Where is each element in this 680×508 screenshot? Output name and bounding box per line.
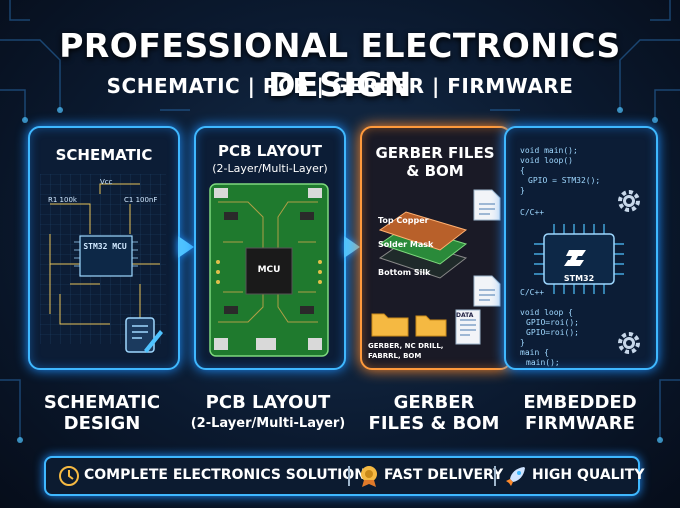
panel-pcb-title: PCB LAYOUT [218,142,322,160]
caption-gerber-line1: GERBER [393,392,475,413]
caption-firmware: EMBEDDED FIRMWARE [500,392,660,434]
schematic-drawing [40,174,166,344]
gear-icon [618,190,640,212]
flow-arrow-1 [178,236,194,258]
panel-schematic: SCHEMATIC STM32 MCU Vcc R1 100k C1 100nF [28,126,180,370]
code-top-0: void main(); [520,146,578,155]
caption-gerber: GERBER FILES & BOM [354,392,514,434]
code-top-4: } [520,186,525,195]
caption-pcb-line2: (2-Layer/Multi-Layer) [190,416,346,431]
panel-firmware: void main(); void loop() { GPIO = STM32(… [504,126,658,370]
code-bottom-5: main(); [526,358,560,367]
footer-fast-delivery: FAST DELIVERY [384,467,504,483]
code-bottom-3: } [520,338,525,347]
schematic-c1-label: C1 100nF [124,196,158,204]
code-top-3: GPIO = STM32(); [528,176,601,185]
schematic-chip-label: STM32 MCU [83,242,127,251]
panel-gerber-title: GERBER FILES & BOM [375,144,495,180]
data-document-icon [455,309,481,345]
flow-arrow-2 [344,236,360,258]
code-bottom-0: void loop { [520,308,573,317]
lang-label-1: C/C++ [520,208,545,217]
panel-gerber: GERBER FILES & BOM Top Copper Solder Mas… [360,126,512,370]
folder-icon-1 [371,313,409,337]
code-top-2: { [520,166,525,175]
caption-firmware-line1: EMBEDDED [523,392,637,413]
mcu-chip-graphic [534,224,624,294]
caption-schematic: SCHEMATIC DESIGN [22,392,182,434]
badge-icon [361,466,377,487]
code-bottom-1: GPIO=roi(); [526,318,579,327]
clock-icon [59,466,79,486]
rocket-icon [506,467,525,486]
footer-separator-2 [494,466,496,486]
schematic-r1-label: R1 100k [48,196,77,204]
code-top-1: void loop() [520,156,573,165]
caption-gerber-line2: FILES & BOM [368,413,500,434]
folder-label-1: GERBER, NC DRILL, [368,342,444,350]
pcb-chip-label: MCU [257,265,281,275]
caption-firmware-line2: FIRMWARE [525,413,635,434]
gerber-layer-stack [378,211,468,279]
file-icon-2 [473,275,501,307]
footer-high-quality: HIGH QUALITY [532,467,645,483]
file-icon-1 [473,189,501,221]
gear-icon-2 [618,332,640,354]
folder-icon-2 [415,315,447,337]
folder-label-2: FABRRL, BOM [368,352,422,360]
layer-solder-mask: Solder Mask [378,240,434,249]
caption-schematic-line1: SCHEMATIC [43,392,161,413]
document-edit-icon [125,317,163,353]
lang-label-2: C/C++ [520,288,545,297]
schematic-vcc-label: Vcc [100,178,113,186]
caption-schematic-line2: DESIGN [63,413,141,434]
page-subtitle: SCHEMATIC | PCB | GERBER | FIRMWARE [106,74,574,98]
caption-pcb: PCB LAYOUT (2-Layer/Multi-Layer) [188,392,348,434]
panel-pcb-subtitle: (2-Layer/Multi-Layer) [212,162,328,175]
panel-pcb: PCB LAYOUT (2-Layer/Multi-Layer) MCU [194,126,346,370]
footer-complete-solution: COMPLETE ELECTRONICS SOLUTION [84,467,366,483]
footer-bar: COMPLETE ELECTRONICS SOLUTION FAST DELIV… [44,456,645,496]
footer-separator-1 [348,466,350,486]
layer-top-copper: Top Copper [378,216,429,225]
layer-bottom-silk: Bottom Silk [378,268,431,277]
panel-schematic-title: SCHEMATIC [55,146,153,164]
pcb-board [209,183,329,357]
code-bottom-2: GPIO=roi(); [526,328,579,337]
caption-pcb-line1: PCB LAYOUT [205,392,331,413]
firmware-chip-label: STM32 [563,274,595,283]
code-bottom-4: main { [520,348,549,357]
page-title: PROFESSIONAL ELECTRONICS DESIGN [59,26,621,104]
data-document-label: DATA [456,312,474,319]
